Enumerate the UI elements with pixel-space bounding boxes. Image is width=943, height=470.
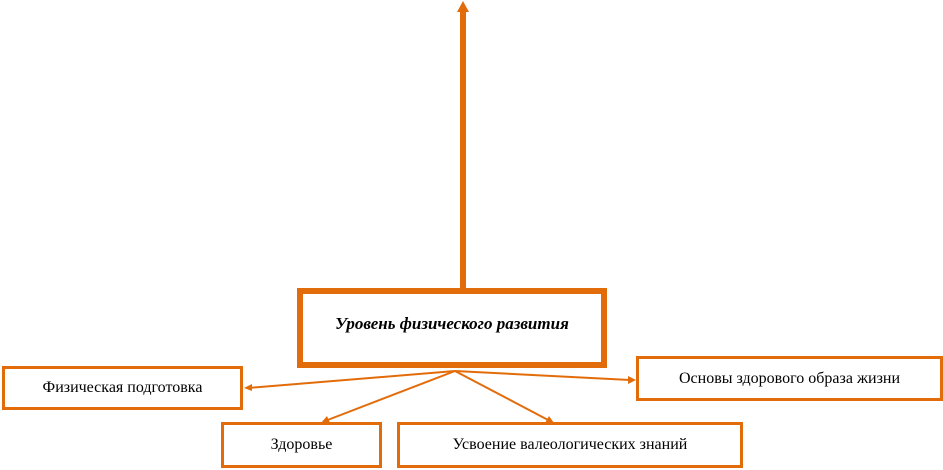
node-label: Здоровье — [270, 436, 333, 453]
arrowhead-zdorovie — [321, 416, 330, 423]
arrowhead-left — [244, 384, 252, 391]
node-usvoenie-znaniy: Усвоение валеологических знаний — [397, 422, 743, 468]
node-fizicheskaya-podgotovka: Физическая подготовка — [2, 366, 243, 410]
node-label: Основы здорового образа жизни — [678, 369, 901, 387]
center-node-label: Уровень физического развития — [335, 314, 569, 333]
node-zdorovie: Здоровье — [221, 422, 382, 468]
node-osnovy-zozh: Основы здорового образа жизни — [636, 356, 943, 401]
arrow-to-usvoenie — [454, 370, 551, 422]
arrow-to-osnovy — [454, 370, 631, 381]
arrowhead-usvoenie — [545, 416, 554, 423]
arrow-to-fizicheskaya — [247, 370, 456, 389]
node-label: Физическая подготовка — [42, 379, 203, 396]
node-label: Усвоение валеологических знаний — [452, 436, 688, 453]
up-arrow-head — [457, 1, 469, 12]
center-node: Уровень физического развития — [297, 288, 607, 368]
arrowhead-right — [628, 376, 636, 384]
arrow-to-zdorovie — [324, 370, 456, 422]
